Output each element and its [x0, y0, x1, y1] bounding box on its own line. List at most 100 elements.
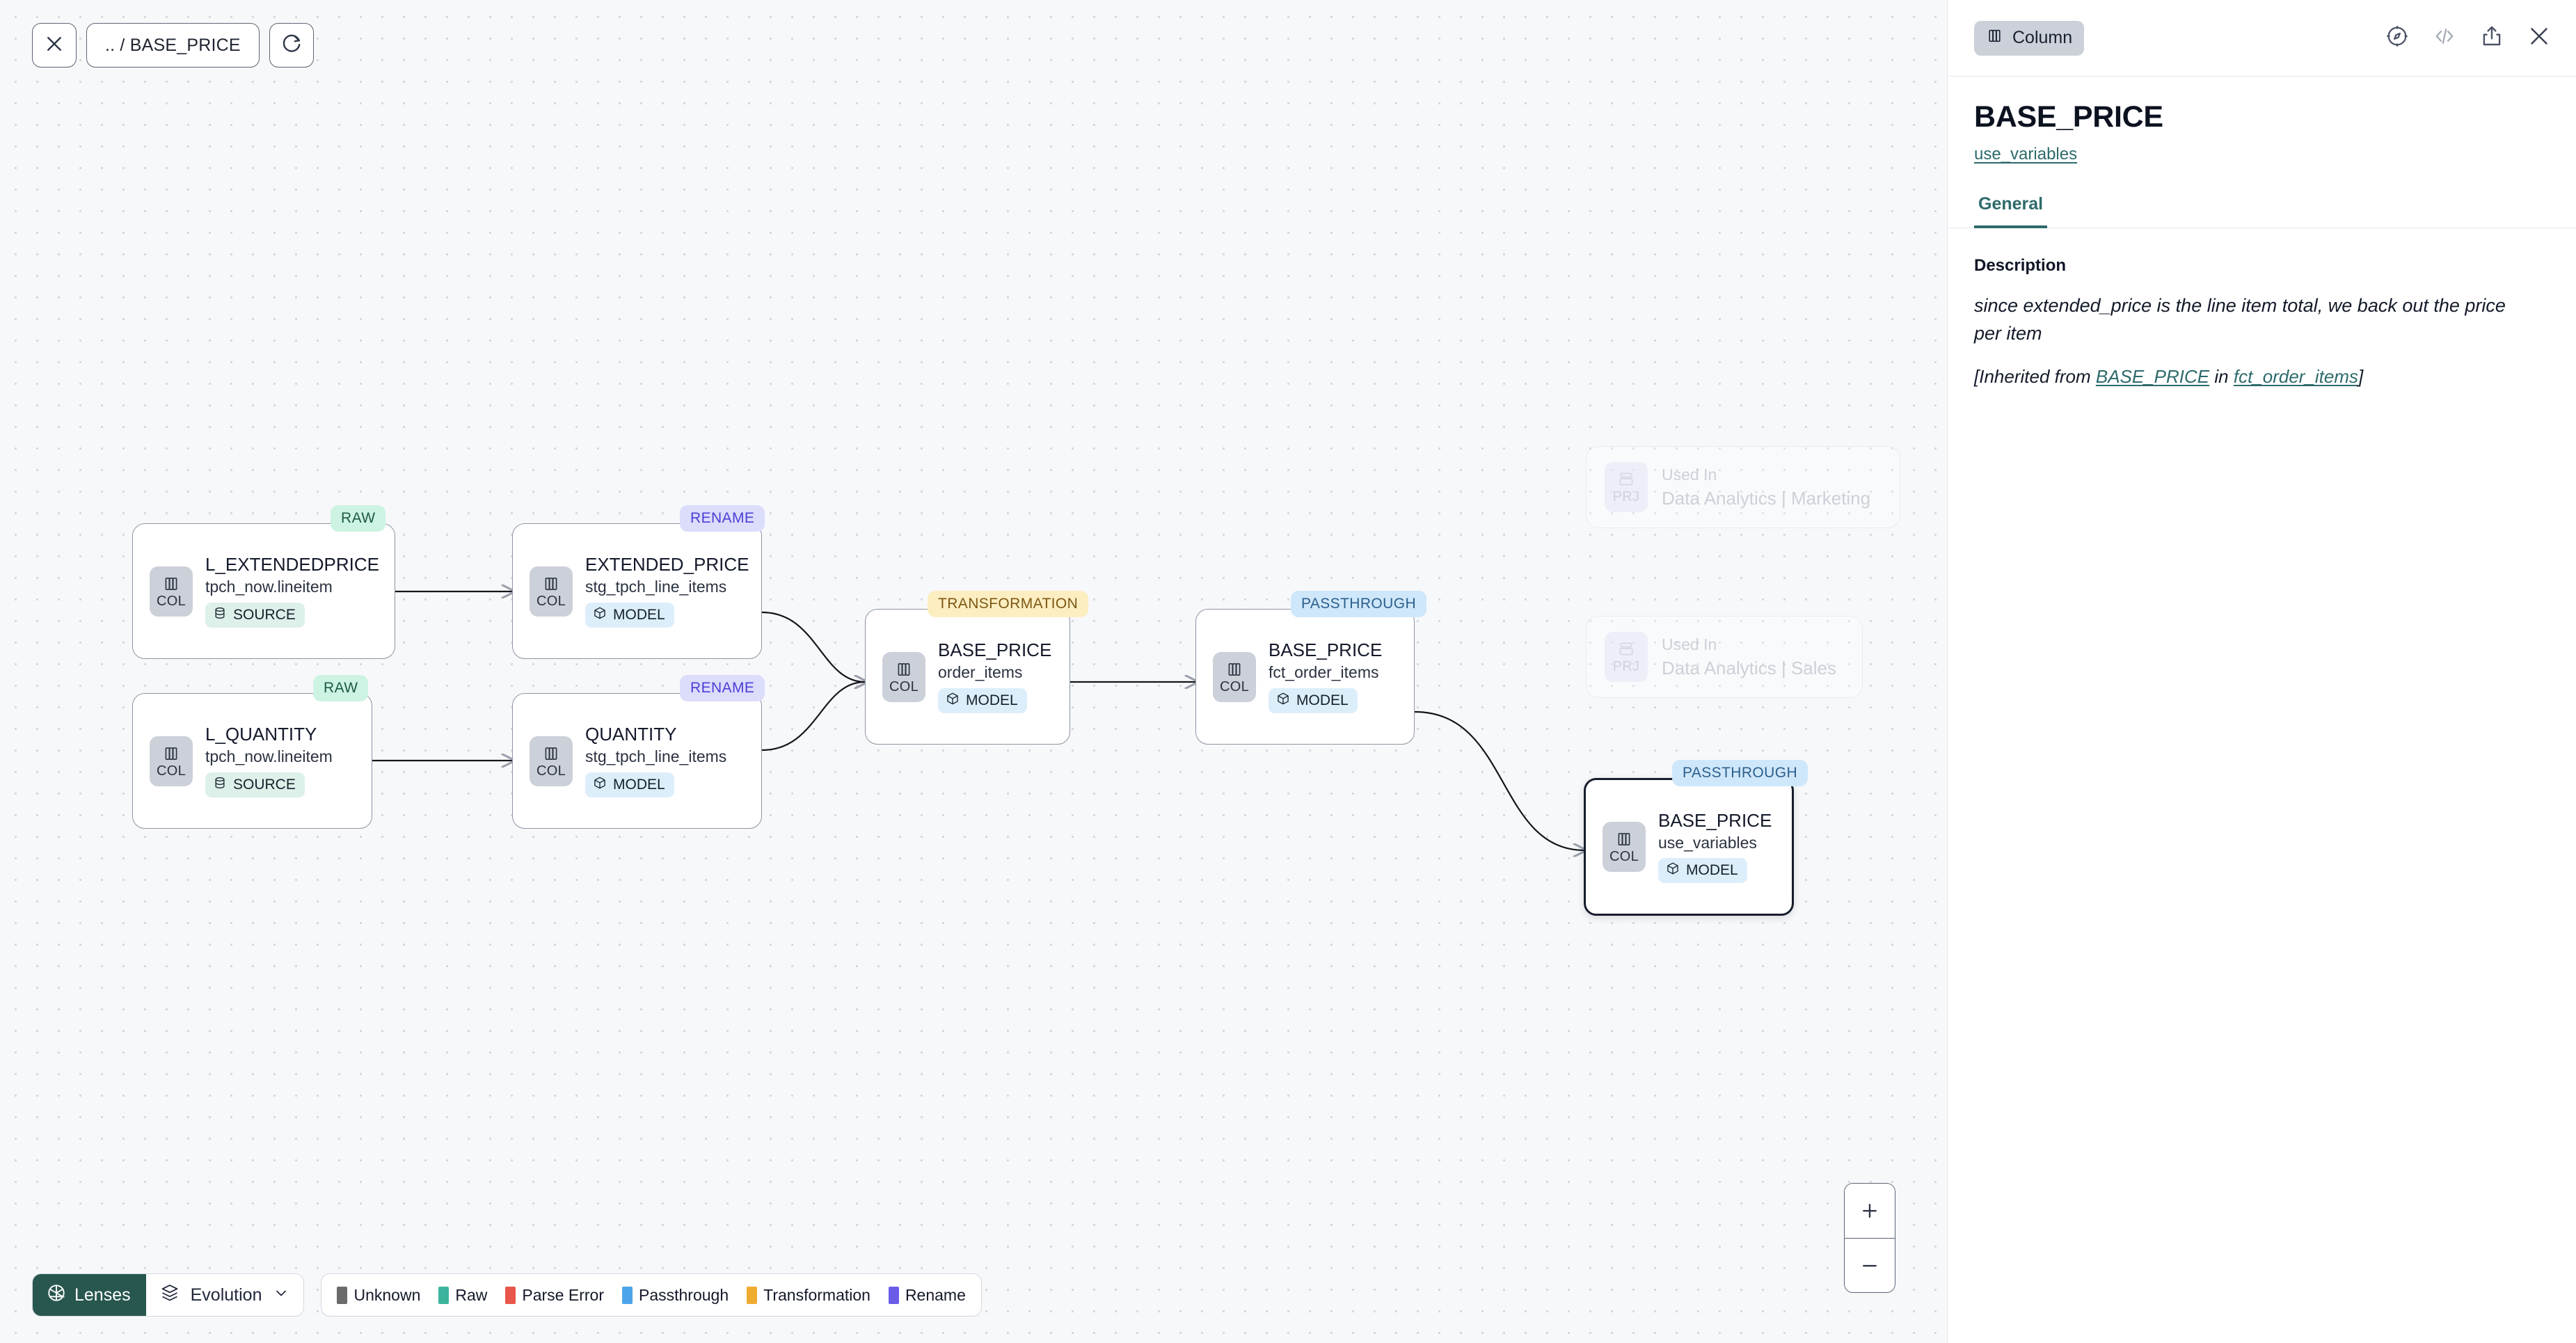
entity-type-label: Column [2012, 28, 2073, 47]
details-panel-header: Column [1948, 0, 2576, 77]
node-badge-rename: RENAME [680, 505, 765, 532]
entity-type-pill[interactable]: Column [1974, 20, 2085, 56]
database-icon [213, 776, 227, 794]
lenses-label: Lenses [74, 1285, 131, 1305]
inherited-column-link[interactable]: BASE_PRICE [2095, 366, 2210, 388]
used-in-name: Data Analytics | Sales [1662, 657, 1836, 678]
node-kind-label: MODEL [613, 606, 665, 623]
zoom-out-button[interactable] [1845, 1238, 1895, 1292]
node-title: L_QUANTITY [205, 724, 317, 745]
legend-item-transformation: Transformation [747, 1286, 870, 1305]
inherited-prefix: [Inherited from [1974, 366, 2096, 388]
node-subtitle: stg_tpch_line_items [585, 747, 727, 766]
parent-model-link[interactable]: use_variables [1974, 145, 2078, 164]
node-title: QUANTITY [585, 724, 677, 745]
description-label: Description [1974, 256, 2067, 276]
project-chip-label: PRJ [1612, 489, 1640, 504]
evolution-dropdown[interactable]: Evolution [145, 1274, 304, 1316]
node-kind-badge: MODEL [585, 772, 674, 797]
node-kind-badge: MODEL [938, 688, 1027, 713]
inherited-suffix: ] [2358, 366, 2364, 388]
node-kind-label: MODEL [1296, 692, 1349, 708]
node-kind-badge: SOURCE [205, 602, 305, 628]
node-badge-raw: RAW [313, 675, 369, 701]
cube-icon [1666, 861, 1680, 880]
breadcrumb[interactable]: .. / BASE_PRICE [86, 23, 260, 67]
aperture-icon [47, 1283, 66, 1308]
lineage-node-l-extendedprice[interactable]: COL L_EXTENDEDPRICE tpch_now.lineitem SO… [132, 523, 395, 659]
node-kind-badge: MODEL [1658, 858, 1747, 884]
code-icon [2432, 24, 2457, 52]
explore-button[interactable] [2383, 24, 2412, 53]
node-badge-rename: RENAME [680, 675, 765, 701]
tab-general[interactable]: General [1974, 194, 2048, 229]
legend-swatch [438, 1286, 450, 1304]
compass-icon [2385, 24, 2410, 52]
used-in-label: Used In [1662, 635, 1717, 653]
refresh-icon [281, 33, 302, 58]
lineage-node-extended-price[interactable]: COL EXTENDED_PRICE stg_tpch_line_items M… [512, 523, 762, 659]
column-chip: COL [1603, 822, 1646, 872]
lineage-node-quantity[interactable]: COL QUANTITY stg_tpch_line_items MODEL [512, 693, 762, 829]
details-panel-body: Description since extended_price is the … [1948, 228, 2576, 388]
legend-swatch [337, 1286, 348, 1304]
legend-label: Raw [455, 1285, 488, 1304]
node-title: L_EXTENDEDPRICE [205, 554, 379, 575]
inherited-model-link[interactable]: fct_order_items [2233, 366, 2359, 388]
lineage-node-base-price-order-items[interactable]: COL BASE_PRICE order_items MODEL [865, 609, 1070, 745]
lineage-node-l-quantity[interactable]: COL L_QUANTITY tpch_now.lineitem SOURCE [132, 693, 372, 829]
legend-swatch [621, 1286, 633, 1304]
share-button[interactable] [2477, 24, 2506, 53]
details-panel: Column [1947, 0, 2576, 1343]
close-panel-button[interactable] [2525, 24, 2554, 53]
node-title: BASE_PRICE [1269, 639, 1383, 661]
lineage-canvas[interactable]: .. / BASE_PRICE PRJ Used In Data Ana [0, 0, 1947, 1343]
cube-icon [1276, 692, 1290, 710]
used-in-node-marketing[interactable]: PRJ Used In Data Analytics | Marketing [1586, 446, 1900, 528]
used-in-label: Used In [1662, 465, 1717, 484]
lineage-node-base-price-use-variables[interactable]: COL BASE_PRICE use_variables MODEL [1584, 778, 1794, 916]
node-subtitle: fct_order_items [1269, 663, 1379, 682]
column-chip-label: COL [156, 763, 186, 779]
column-chip-label: COL [536, 593, 566, 609]
page-title: BASE_PRICE [1974, 100, 2163, 134]
legend-label: Rename [905, 1285, 966, 1304]
node-badge-passthrough: PASSTHROUGH [1672, 760, 1808, 786]
lenses-button[interactable]: Lenses [33, 1274, 146, 1316]
evolution-label: Evolution [190, 1285, 262, 1305]
cube-icon [946, 692, 960, 710]
column-chip: COL [150, 566, 193, 617]
canvas-bottom-bar: Lenses Evolution [32, 1273, 982, 1317]
node-badge-raw: RAW [331, 505, 386, 532]
lineage-node-base-price-fct-order-items[interactable]: COL BASE_PRICE fct_order_items MODEL [1195, 609, 1415, 745]
inherited-middle: in [2209, 366, 2234, 388]
close-button[interactable] [32, 23, 77, 67]
node-subtitle: order_items [938, 663, 1023, 682]
project-chip: PRJ [1605, 462, 1648, 512]
node-kind-label: MODEL [966, 692, 1018, 708]
layers-icon [160, 1283, 180, 1308]
project-chip-label: PRJ [1612, 659, 1640, 674]
column-chip: COL [1213, 651, 1256, 702]
description-text: since extended_price is the line item to… [1974, 295, 2506, 344]
node-subtitle: tpch_now.lineitem [205, 747, 333, 766]
column-chip-label: COL [889, 678, 919, 694]
column-chip-label: COL [1609, 849, 1639, 864]
legend-swatch [888, 1286, 899, 1304]
zoom-in-button[interactable] [1845, 1184, 1895, 1238]
chevron-down-icon [273, 1285, 289, 1306]
database-icon [213, 606, 227, 624]
close-icon [44, 33, 65, 58]
column-chip-label: COL [156, 593, 186, 609]
node-kind-badge: SOURCE [205, 772, 305, 797]
column-chip: COL [530, 736, 573, 786]
details-panel-tabs: General [1948, 193, 2576, 229]
inherited-note: [Inherited from BASE_PRICE in fct_order_… [1974, 366, 2550, 388]
used-in-node-sales[interactable]: PRJ Used In Data Analytics | Sales [1586, 616, 1863, 698]
view-code-button[interactable] [2430, 24, 2459, 53]
cube-icon [593, 776, 607, 794]
node-subtitle: use_variables [1658, 833, 1757, 852]
legend-item-raw: Raw [438, 1286, 487, 1305]
refresh-button[interactable] [269, 23, 314, 67]
legend-swatch [505, 1286, 516, 1304]
